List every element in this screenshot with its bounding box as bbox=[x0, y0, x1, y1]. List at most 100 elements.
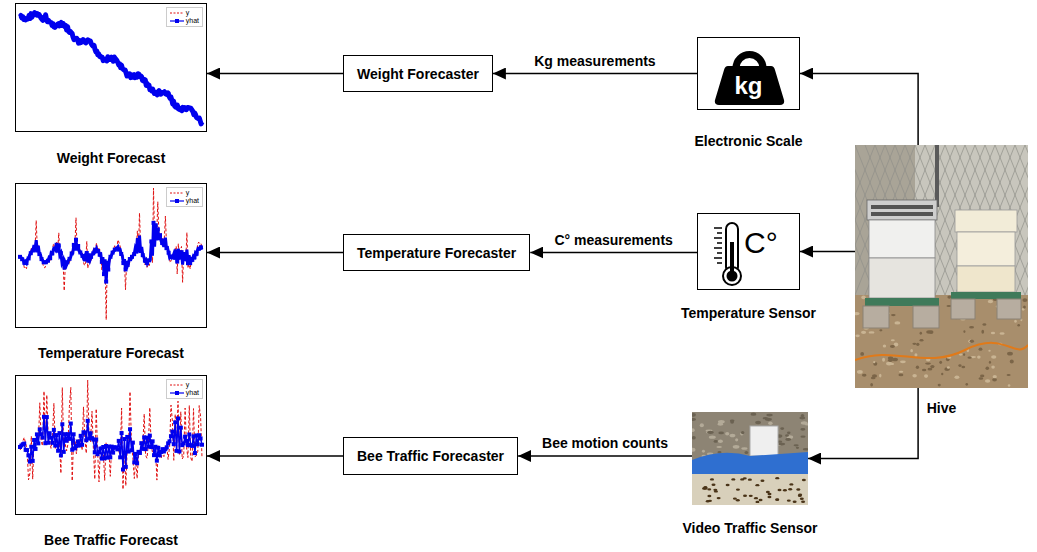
gravel-stone bbox=[702, 450, 705, 453]
gravel-stone bbox=[947, 366, 950, 369]
forecast-marker bbox=[52, 247, 56, 251]
forecast-marker bbox=[108, 255, 112, 259]
forecast-marker bbox=[36, 441, 40, 445]
forecast-marker bbox=[139, 441, 143, 445]
forecast-marker bbox=[69, 422, 73, 426]
forecast-marker bbox=[117, 439, 121, 443]
forecast-marker bbox=[192, 255, 196, 259]
forecast-plot: Bee Traffic Forecastyyhat bbox=[15, 375, 207, 515]
legend-row: y bbox=[170, 189, 199, 197]
legend-sample bbox=[170, 390, 184, 396]
legend-text: yhat bbox=[186, 17, 199, 25]
gravel-stone bbox=[765, 418, 772, 421]
forecast-marker bbox=[76, 244, 80, 248]
bee bbox=[767, 493, 771, 495]
forecast-marker bbox=[20, 257, 24, 261]
legend-sample bbox=[170, 190, 184, 196]
forecast-marker bbox=[147, 258, 151, 262]
gravel-stone bbox=[700, 423, 704, 427]
shape-caption: Weight Forecast bbox=[57, 149, 166, 167]
forecast-marker bbox=[34, 447, 38, 451]
flow-arrow bbox=[800, 74, 918, 146]
process-box: Temperature Forecaster bbox=[343, 234, 530, 271]
forecast-marker bbox=[152, 453, 156, 457]
gravel-stone bbox=[991, 355, 996, 359]
bee bbox=[796, 488, 800, 490]
forecast-marker bbox=[117, 248, 121, 252]
gravel-stone bbox=[855, 334, 859, 337]
forecast-marker bbox=[129, 448, 133, 452]
forecast-marker bbox=[50, 251, 54, 255]
bee bbox=[767, 496, 771, 498]
forecast-marker bbox=[58, 431, 62, 435]
gravel-stone bbox=[768, 421, 772, 425]
flow-arrow bbox=[808, 388, 918, 459]
forecast-marker bbox=[177, 450, 181, 454]
forecast-marker bbox=[98, 253, 102, 257]
bee bbox=[708, 500, 712, 502]
gravel-stone bbox=[912, 374, 916, 378]
shape-caption: Temperature Sensor bbox=[681, 304, 816, 322]
hive-photo-art bbox=[855, 145, 1028, 388]
gravel-stone bbox=[954, 376, 959, 380]
video-sensor-photo: Video Traffic Sensor bbox=[692, 412, 808, 505]
gravel-stone bbox=[928, 368, 933, 371]
bee bbox=[793, 501, 797, 503]
bee bbox=[759, 499, 763, 501]
gravel-stone bbox=[766, 414, 772, 417]
hive-box bbox=[869, 220, 935, 258]
gravel-stone bbox=[914, 353, 917, 356]
forecast-plot: Weight Forecastyyhat bbox=[15, 3, 207, 132]
box-label: Bee Traffic Forecaster bbox=[357, 448, 504, 464]
edge-label: Bee motion counts bbox=[540, 435, 670, 452]
forecast-marker bbox=[173, 256, 177, 260]
thermometer-tick bbox=[714, 257, 722, 259]
kettlebell-handle bbox=[736, 55, 763, 69]
forecast-marker bbox=[79, 434, 83, 438]
gravel-stone bbox=[912, 343, 916, 345]
box-label: Temperature Forecaster bbox=[357, 245, 516, 261]
gravel-stone bbox=[730, 420, 734, 424]
gravel-stone bbox=[869, 331, 875, 333]
gravel-stone bbox=[965, 383, 968, 386]
legend-marker bbox=[175, 199, 179, 203]
forecast-marker bbox=[57, 243, 61, 247]
forecast-marker bbox=[121, 261, 125, 265]
forecast-marker bbox=[49, 436, 53, 440]
thermometer-icon: C°Temperature Sensor bbox=[697, 213, 800, 290]
pole bbox=[935, 145, 939, 207]
gravel-stone bbox=[780, 427, 784, 430]
forecast-marker bbox=[169, 434, 173, 438]
gravel-stone bbox=[692, 428, 695, 432]
forecast-marker bbox=[199, 436, 203, 440]
forecast-marker bbox=[45, 415, 49, 419]
bee bbox=[704, 487, 708, 489]
gravel-stone bbox=[707, 431, 714, 434]
bee bbox=[787, 499, 791, 501]
gravel-stone bbox=[959, 353, 963, 355]
gravel-stone bbox=[979, 377, 984, 379]
forecast-marker bbox=[41, 436, 45, 440]
cinder-block bbox=[997, 299, 1021, 319]
forecast-marker bbox=[187, 432, 191, 436]
gravel-stone bbox=[741, 431, 744, 434]
process-box: Bee Traffic Forecaster bbox=[343, 437, 518, 475]
gravel-stone bbox=[916, 366, 919, 369]
flow-arrow bbox=[207, 455, 343, 457]
gravel-stone bbox=[725, 432, 729, 435]
plot-legend: yyhat bbox=[166, 187, 203, 207]
forecast-marker bbox=[126, 263, 130, 267]
forecast-marker bbox=[148, 434, 152, 438]
forecast-marker bbox=[176, 416, 180, 420]
forecast-marker bbox=[72, 243, 76, 247]
cinder-block bbox=[863, 306, 889, 328]
hive-box bbox=[957, 232, 1015, 266]
bee bbox=[775, 499, 779, 501]
gravel-stone bbox=[892, 358, 898, 362]
gravel-stone bbox=[1014, 320, 1016, 323]
gravel-stone bbox=[926, 330, 932, 333]
gravel-stone bbox=[787, 431, 790, 434]
forecast-marker bbox=[179, 426, 183, 430]
gravel-stone bbox=[800, 436, 805, 438]
gravel-stone bbox=[785, 438, 791, 441]
